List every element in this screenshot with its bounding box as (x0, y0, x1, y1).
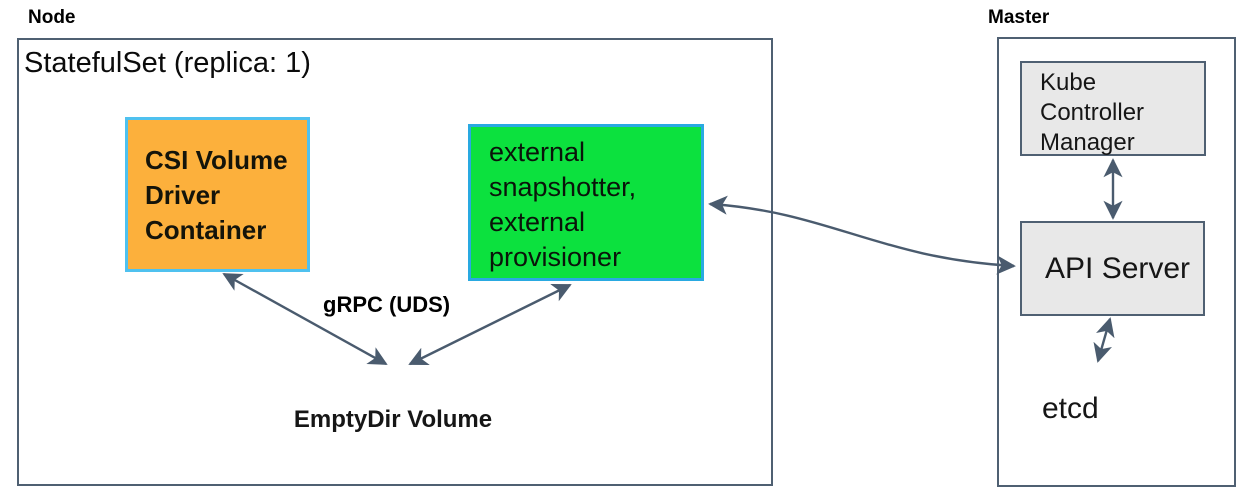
grpc-uds-label: gRPC (UDS) (323, 292, 451, 317)
sidecar-box-line-1: external (489, 137, 586, 167)
csi-box-line-3: Container (145, 215, 267, 245)
csi-volume-driver-container-box: CSI Volume Driver Container (125, 117, 310, 272)
kcm-box-line-2: Controller (1040, 99, 1145, 126)
statefulset-title: StatefulSet (replica: 1) (24, 47, 311, 79)
external-sidecar-box: external snapshotter, external provision… (468, 124, 704, 281)
kcm-box-line-1: Kube (1040, 69, 1097, 96)
etcd-label: etcd (1042, 392, 1099, 425)
master-group-label: Master (988, 7, 1050, 28)
sidecar-box-line-4: provisioner (489, 242, 622, 272)
sidecar-box-line-3: external (489, 207, 586, 237)
csi-box-line-1: CSI Volume (145, 145, 288, 175)
api-server-label: API Server (1045, 251, 1191, 285)
kube-controller-manager-box: Kube Controller Manager (1020, 61, 1206, 156)
sidecar-box-line-2: snapshotter, (489, 172, 637, 202)
csi-box-line-2: Driver (145, 180, 221, 210)
emptydir-volume-label: EmptyDir Volume (293, 406, 493, 433)
kcm-box-line-3: Manager (1040, 129, 1135, 156)
api-server-box: API Server (1020, 221, 1205, 316)
node-group-label: Node (28, 7, 76, 28)
